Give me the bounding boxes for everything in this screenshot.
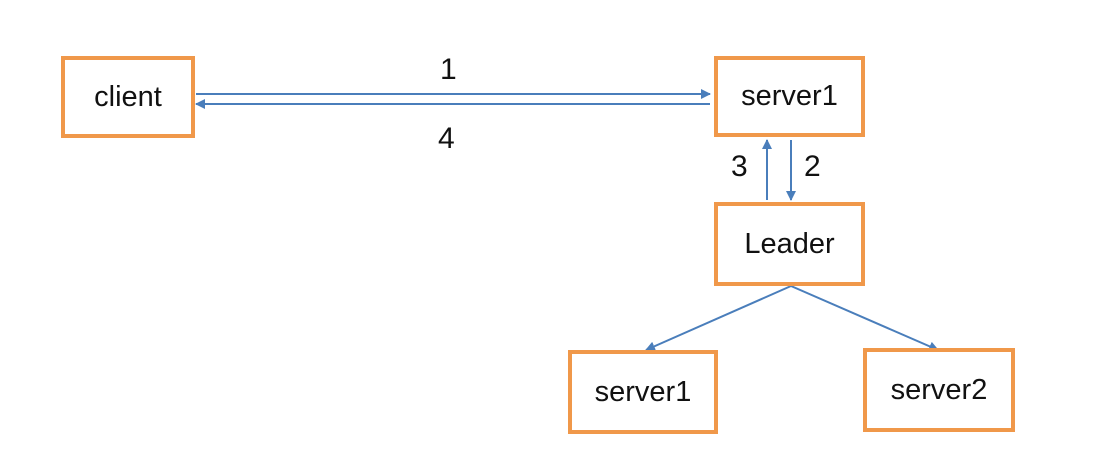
node-server2: server2 bbox=[863, 348, 1015, 432]
node-server2-label: server2 bbox=[890, 373, 988, 406]
node-leader-label: Leader bbox=[744, 227, 835, 260]
step-label-1: 1 bbox=[440, 53, 457, 86]
arrow-leader-to-server1 bbox=[645, 285, 792, 351]
node-client-label: client bbox=[94, 80, 162, 113]
node-server1-bottom-label: server1 bbox=[594, 375, 692, 408]
step-label-3: 3 bbox=[731, 150, 748, 183]
node-server1-top: server1 bbox=[714, 56, 865, 137]
arrow-leader-to-server2 bbox=[790, 285, 939, 351]
node-client: client bbox=[61, 56, 195, 138]
step-label-2: 2 bbox=[804, 150, 821, 183]
node-leader: Leader bbox=[714, 202, 865, 286]
step-label-4: 4 bbox=[438, 122, 455, 155]
node-server1-bottom: server1 bbox=[568, 350, 718, 434]
node-server1-top-label: server1 bbox=[741, 80, 838, 112]
